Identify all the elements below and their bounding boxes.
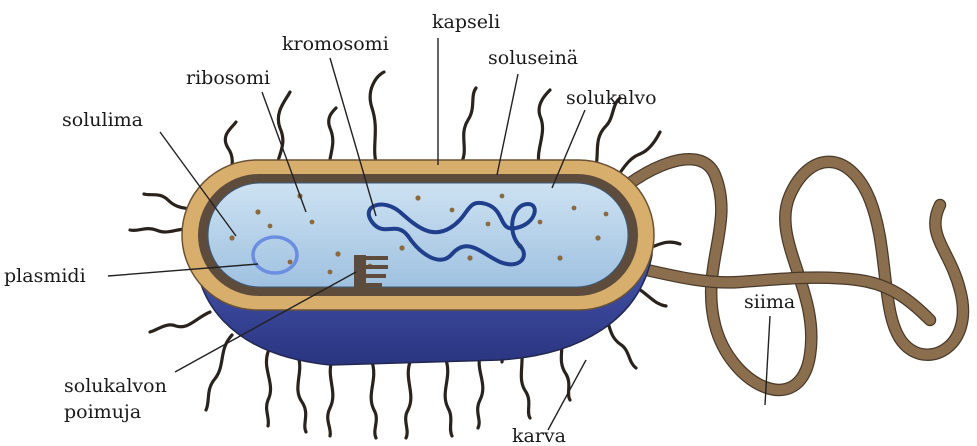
label-solukalvon-poimuja-line2: poimuja xyxy=(64,401,141,423)
label-kromosomi: kromosomi xyxy=(282,33,389,55)
label-karva: karva xyxy=(512,425,566,446)
label-ribosomi: ribosomi xyxy=(186,67,270,89)
flagellum xyxy=(610,159,963,390)
label-plasmidi: plasmidi xyxy=(4,265,86,287)
label-solulima: solulima xyxy=(62,109,143,131)
label-solukalvon-poimuja-line1: solukalvon xyxy=(64,375,167,397)
label-solukalvo: solukalvo xyxy=(566,87,657,109)
label-siima: siima xyxy=(744,291,795,313)
label-kapseli: kapseli xyxy=(432,11,500,33)
label-soluseina: soluseinä xyxy=(488,47,578,69)
